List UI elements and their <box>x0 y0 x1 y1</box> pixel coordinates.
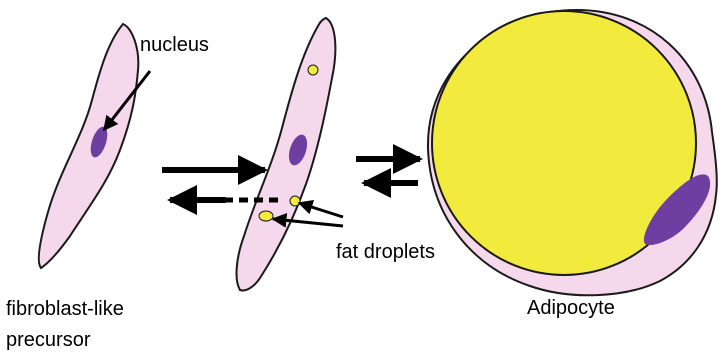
fat-droplet <box>259 211 273 221</box>
precursor-cell <box>39 24 139 268</box>
fat-droplets-label: fat droplets <box>336 237 456 268</box>
adipocyte-cell <box>428 10 717 295</box>
precursor-cytoplasm <box>39 24 139 268</box>
preadipocyte-cytoplasm <box>237 18 336 290</box>
fat-droplet <box>290 196 300 206</box>
fat-droplet <box>308 65 318 75</box>
preadipocyte-cell <box>237 18 336 290</box>
adipocyte-label: Adipocyte <box>527 296 615 320</box>
nucleus-label: nucleus <box>140 33 209 57</box>
precursor-label: fibroblast-like precursor <box>6 294 206 356</box>
fat-pointer-arrow <box>299 203 343 217</box>
